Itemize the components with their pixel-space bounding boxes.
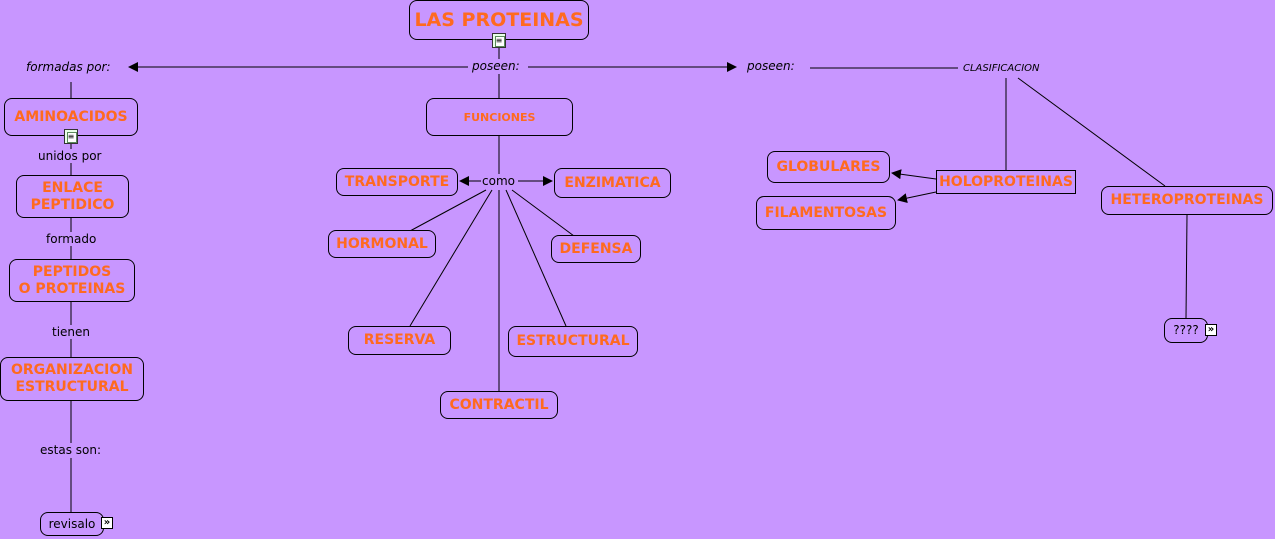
concept-organizacion-line2: ESTRUCTURAL	[15, 379, 129, 395]
concept-contractil[interactable]: CONTRACTIL	[440, 391, 558, 419]
concept-peptidos-line1: PEPTIDOS	[32, 263, 112, 280]
concept-globulares-label: GLOBULARES	[776, 158, 881, 175]
concept-estructural[interactable]: ESTRUCTURAL	[508, 326, 638, 357]
concept-contractil-label: CONTRACTIL	[449, 396, 549, 413]
concept-hormonal[interactable]: HORMONAL	[328, 230, 436, 258]
concept-reserva[interactable]: RESERVA	[348, 326, 451, 355]
concept-aminoacidos[interactable]: AMINOACIDOS	[4, 98, 138, 136]
main-concept-label: LAS PROTEINAS	[414, 8, 584, 31]
concept-enlace-line1: ENLACE	[42, 179, 103, 196]
concept-enlace-peptidico[interactable]: ENLACE PEPTIDICO	[16, 175, 129, 218]
concept-heteroproteinas[interactable]: HETEROPROTEINAS	[1101, 186, 1273, 215]
concept-heteroproteinas-label: HETEROPROTEINAS	[1110, 192, 1264, 208]
concept-holoproteinas[interactable]: HOLOPROTEINAS	[936, 170, 1076, 194]
link-label-formadas-por: formadas por:	[26, 60, 111, 74]
concept-estructural-label: ESTRUCTURAL	[516, 333, 630, 349]
concept-enzimatica[interactable]: ENZIMATICA	[554, 168, 671, 198]
concept-holoproteinas-label: HOLOPROTEINAS	[939, 173, 1073, 190]
concept-reserva-label: RESERVA	[363, 332, 436, 348]
link-label-poseen-right: poseen:	[747, 59, 795, 73]
concept-filamentosas[interactable]: FILAMENTOSAS	[756, 196, 896, 230]
concept-filamentosas-label: FILAMENTOSAS	[764, 204, 888, 221]
concept-enlace-line2: PEPTIDICO	[30, 196, 115, 213]
concept-revisalo-label: revisalo	[48, 516, 96, 531]
concept-transporte[interactable]: TRANSPORTE	[336, 168, 458, 196]
double-chevron-right-icon[interactable]: »	[101, 517, 113, 529]
link-label-como: como	[482, 174, 515, 188]
concept-defensa-label: DEFENSA	[559, 240, 633, 257]
concept-enzimatica-label: ENZIMATICA	[564, 174, 661, 191]
concept-unknown[interactable]: ????	[1164, 318, 1208, 343]
concept-peptidos[interactable]: PEPTIDOS O PROTEINAS	[9, 259, 135, 302]
link-label-poseen-center: poseen:	[472, 59, 520, 73]
document-resource-icon[interactable]: ≡	[64, 129, 78, 144]
concept-globulares[interactable]: GLOBULARES	[767, 151, 890, 183]
link-label-clasificacion: CLASIFICACION	[963, 62, 1040, 76]
concept-peptidos-line2: O PROTEINAS	[18, 280, 126, 297]
link-label-formado: formado	[46, 232, 97, 246]
concept-unknown-label: ????	[1173, 323, 1199, 337]
link-label-estas-son: estas son:	[40, 443, 102, 457]
concept-funciones-label: FUNCIONES	[463, 110, 536, 124]
concept-aminoacidos-label: AMINOACIDOS	[14, 108, 128, 125]
double-chevron-right-icon[interactable]: »	[1205, 324, 1217, 336]
concept-organizacion-estructural[interactable]: ORGANIZACION ESTRUCTURAL	[0, 357, 144, 401]
concept-revisalo[interactable]: revisalo	[40, 512, 104, 536]
link-label-unidos-por: unidos por	[38, 149, 102, 163]
link-label-tienen: tienen	[52, 325, 91, 339]
main-concept-node[interactable]: LAS PROTEINAS	[409, 0, 589, 40]
document-resource-icon[interactable]: ≡	[492, 33, 506, 48]
concept-funciones[interactable]: FUNCIONES	[426, 98, 573, 136]
concept-transporte-label: TRANSPORTE	[344, 173, 450, 190]
concept-organizacion-line1: ORGANIZACION	[10, 362, 134, 378]
concept-hormonal-label: HORMONAL	[336, 235, 428, 252]
concept-defensa[interactable]: DEFENSA	[551, 235, 641, 263]
